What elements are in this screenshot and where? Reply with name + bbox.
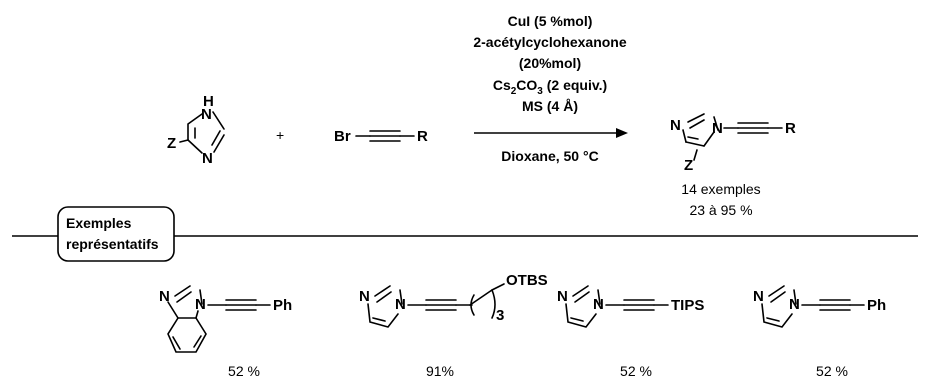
examples-box (57, 206, 175, 262)
tips-label: TIPS (671, 297, 704, 314)
r-group: R (417, 128, 428, 145)
otbs-label: OTBS (506, 272, 548, 289)
base-label: Cs2CO3 (2 equiv.) (493, 77, 607, 97)
reaction-arrow (474, 128, 628, 138)
example-3-tips: N N TIPS (557, 285, 704, 328)
plus-sign: + (276, 127, 284, 143)
examples-box-subtitle: représentatifs (66, 236, 159, 252)
example-1-yield: 52 % (228, 363, 260, 379)
z-substituent: Z (684, 157, 693, 174)
yield-range: 23 à 95 % (689, 202, 752, 218)
examples-box-title: Exemples (66, 215, 132, 231)
sieves-label: MS (4 Å) (522, 98, 578, 114)
nitrogen-atom: N (359, 288, 370, 305)
repeat-index: 3 (496, 307, 504, 324)
bromoalkyne-reactant: Br R (334, 128, 428, 145)
ynamine-product: N N Z R (670, 113, 796, 174)
phenyl-label: Ph (867, 297, 886, 314)
nitrogen-atom: N (753, 288, 764, 305)
example-4-phenyl: N N Ph (753, 285, 886, 328)
example-4-yield: 52 % (816, 363, 848, 379)
reaction-conditions: CuI (5 %mol) 2-acétylcyclohexanone (20%m… (473, 13, 627, 164)
example-count: 14 exemples (681, 181, 760, 197)
nitrogen-atom: N (712, 120, 723, 137)
solvent-temperature-label: Dioxane, 50 °C (501, 148, 598, 164)
nitrogen-atom: N (195, 296, 206, 313)
nitrogen-atom: N (789, 296, 800, 313)
r-group: R (785, 120, 796, 137)
phenyl-label: Ph (273, 297, 292, 314)
nitrogen-atom: N (159, 288, 170, 305)
nitrogen-atom: N (201, 106, 212, 123)
example-2-otbs: N N 3 OTBS (359, 272, 548, 328)
example-1-benzimidazole: N N Ph (159, 285, 292, 353)
nitrogen-atom: N (202, 150, 213, 167)
catalyst-label: CuI (5 %mol) (508, 13, 593, 29)
nitrogen-atom: N (395, 296, 406, 313)
ligand-loading-label: (20%mol) (519, 55, 581, 71)
nitrogen-atom: N (670, 117, 681, 134)
nitrogen-atom: N (557, 288, 568, 305)
nitrogen-atom: N (593, 296, 604, 313)
ligand-label: 2-acétylcyclohexanone (473, 34, 627, 50)
bromine-atom: Br (334, 128, 351, 145)
example-2-yield: 91% (426, 363, 454, 379)
z-substituent: Z (167, 135, 176, 152)
hydrogen-atom: H (203, 93, 214, 110)
example-3-yield: 52 % (620, 363, 652, 379)
imidazole-reactant: H N N Z (167, 93, 225, 167)
